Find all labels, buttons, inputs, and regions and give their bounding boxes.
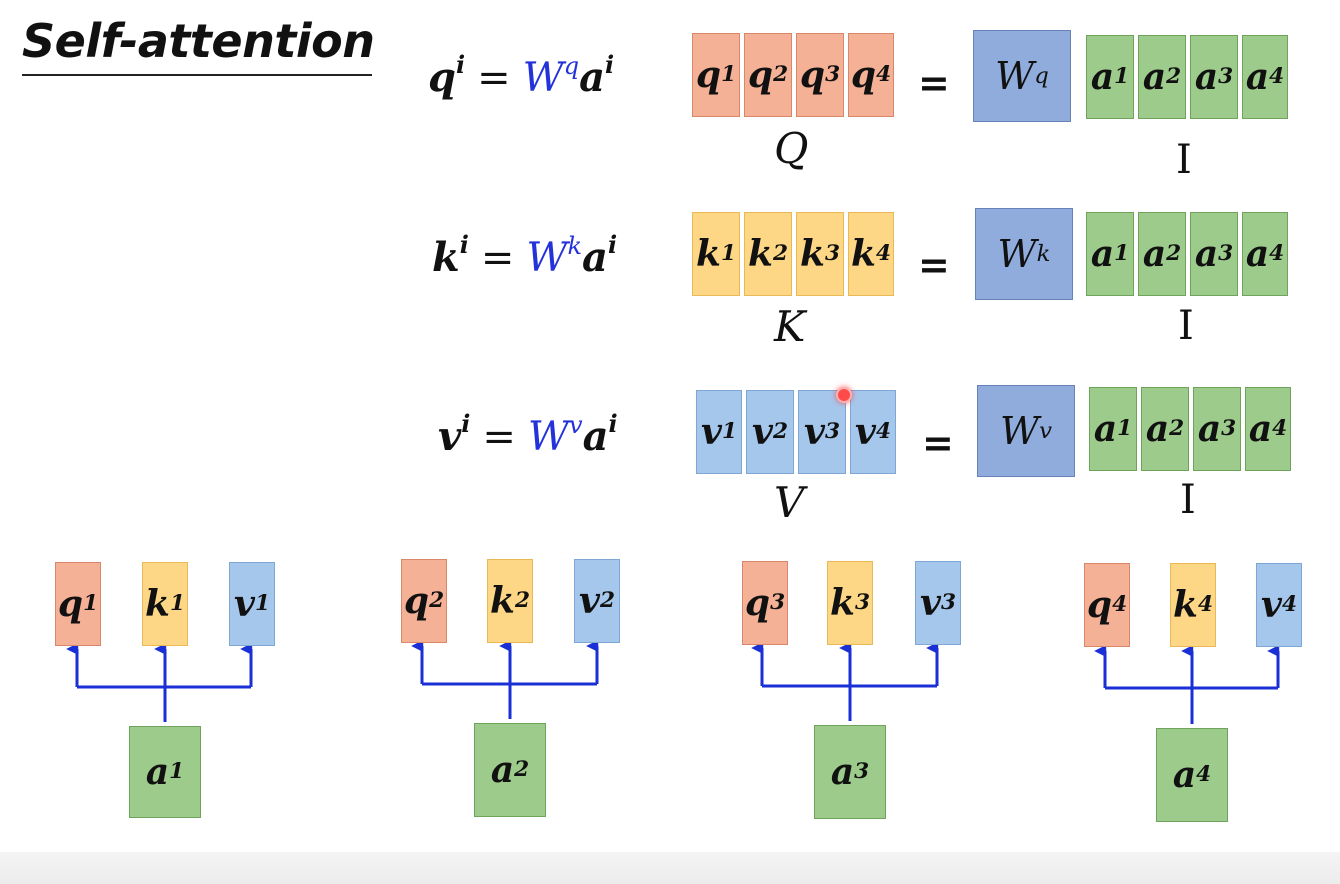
pointer-cursor <box>836 387 852 403</box>
q-matrix-label: Q <box>774 124 809 173</box>
input-matrix-label: I <box>1180 477 1196 523</box>
query-equation: qi=Wqai <box>428 50 615 101</box>
equals-sign: = <box>918 61 950 105</box>
equals-sign: = <box>918 243 950 287</box>
input-matrix-label: I <box>1178 303 1194 349</box>
k-matrix-label: K <box>774 302 806 351</box>
equals-sign: = <box>922 421 954 465</box>
key-equation: ki=Wkai <box>432 230 618 281</box>
input-matrix-label: I <box>1176 137 1192 183</box>
title-underline <box>22 74 372 76</box>
value-equation: vi=Wvai <box>438 409 618 460</box>
v-matrix-label: V <box>774 478 805 527</box>
bottom-strip <box>0 852 1340 884</box>
slide-title: Self-attention <box>22 14 375 68</box>
